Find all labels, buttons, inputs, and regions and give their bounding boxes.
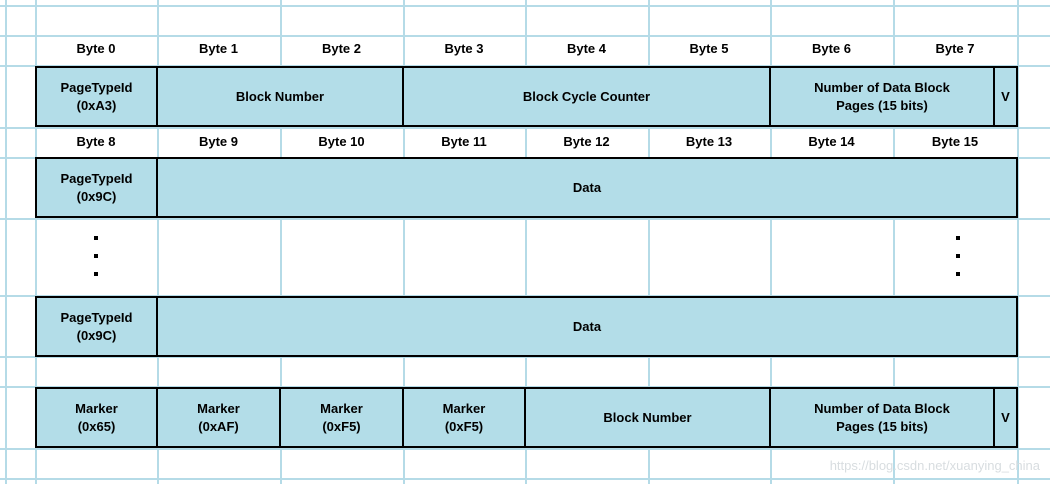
data-field: Data [156,296,1018,357]
byte-header: Byte 15 [931,134,979,149]
v-flag: V [993,387,1018,448]
grid-line [648,0,650,484]
data-field: Data [156,157,1018,218]
grid-line [1017,0,1019,484]
num-data-block-pages-field: Number of Data Block Pages (15 bits) [769,66,995,127]
byte-header: Byte 5 [689,41,729,56]
marker-f5: Marker (0xF5) [279,387,404,448]
grid-line [893,0,895,484]
num-data-block-pages-field: Number of Data Block Pages (15 bits) [769,387,995,448]
ellipsis-dot [94,236,98,240]
marker-f5: Marker (0xF5) [402,387,526,448]
block-number-field: Block Number [156,66,404,127]
ellipsis-dot [956,272,960,276]
byte-header: Byte 6 [811,41,852,56]
byte-header: Byte 14 [808,134,855,149]
block-number-field: Block Number [524,387,771,448]
block-cycle-counter-field: Block Cycle Counter [402,66,771,127]
byte-header: Byte 9 [198,134,239,149]
byte-header: Byte 2 [321,41,362,56]
ellipsis-dot [94,272,98,276]
ellipsis-dot [956,236,960,240]
ellipsis-dot [956,254,960,258]
grid-line [5,0,7,484]
byte-header: Byte 8 [76,134,116,149]
byte-header: Byte 12 [563,134,610,149]
grid-line [403,0,405,484]
grid-line [280,0,282,484]
grid-line [35,0,37,484]
byte-header: Byte 11 [441,134,487,149]
byte-header: Byte 13 [685,134,733,149]
byte-header: Byte 10 [318,134,365,149]
byte-header: Byte 7 [935,41,975,56]
ellipsis-dot [94,254,98,258]
page-type-id-9c: PageTypeId (0x9C) [35,157,158,218]
grid-line [525,0,527,484]
byte-header: Byte 1 [198,41,239,56]
v-flag: V [993,66,1018,127]
byte-header: Byte 0 [76,41,116,56]
marker-af: Marker (0xAF) [156,387,281,448]
byte-header: Byte 3 [444,41,484,56]
grid-line [770,0,772,484]
page-type-id-a3: PageTypeId (0xA3) [35,66,158,127]
page-type-id-9c: PageTypeId (0x9C) [35,296,158,357]
watermark: https://blog.csdn.net/xuanying_china [829,458,1040,473]
grid-line [157,0,159,484]
marker-65: Marker (0x65) [35,387,158,448]
byte-header: Byte 4 [566,41,607,56]
